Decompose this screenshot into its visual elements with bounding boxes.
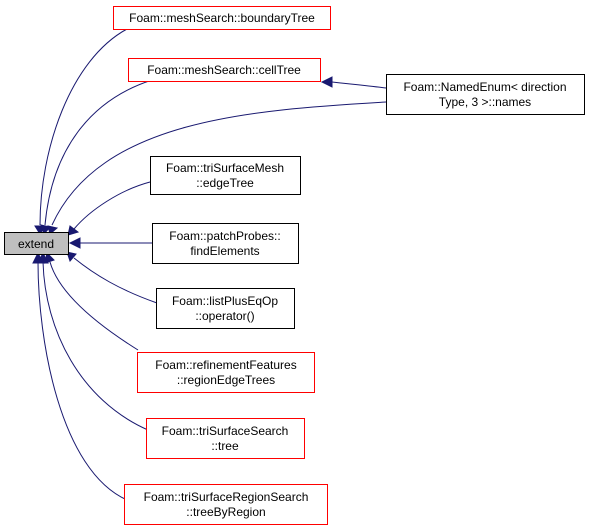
node-regionEdgeTrees-label-line1: Foam::refinementFeatures (155, 358, 296, 372)
node-operator-label-line1: Foam::listPlusEqOp (172, 294, 278, 308)
node-cellTree-box (128, 58, 321, 82)
node-treeByRegion-box (124, 484, 328, 525)
node-findElements-label-line1: Foam::patchProbes:: (169, 229, 280, 243)
edge-names-to-extend (51, 101, 387, 226)
node-findElements-box (152, 223, 299, 264)
edges (37, 28, 387, 501)
node-operator-box (156, 288, 295, 329)
arrowhead-operator (66, 251, 77, 262)
node-treeByRegion-label-line2: ::treeByRegion (186, 505, 265, 519)
arrowhead-findElements (68, 237, 81, 249)
node-regionEdgeTrees[interactable]: Foam::refinementFeatures ::regionEdgeTre… (137, 352, 315, 393)
node-cellTree[interactable]: Foam::meshSearch::cellTree (128, 58, 321, 82)
node-findElements[interactable]: Foam::patchProbes:: findElements (152, 223, 299, 264)
node-cellTree-label: Foam::meshSearch::cellTree (147, 63, 301, 77)
node-tree-box (146, 418, 305, 459)
node-boundaryTree[interactable]: Foam::meshSearch::boundaryTree (113, 6, 331, 30)
node-edgeTree-label-line1: Foam::triSurfaceMesh (166, 161, 284, 175)
node-treeByRegion[interactable]: Foam::triSurfaceRegionSearch ::treeByReg… (124, 484, 328, 525)
arrowheads (32, 76, 333, 264)
node-names-label-line2: Type, 3 >::names (439, 95, 531, 109)
node-names[interactable]: Foam::NamedEnum< direction Type, 3 >::na… (386, 74, 585, 115)
node-boundaryTree-label: Foam::meshSearch::boundaryTree (129, 11, 315, 25)
node-edgeTree-label-line2: ::edgeTree (196, 176, 254, 190)
arrowhead-edgeTree (67, 225, 80, 236)
node-names-label-line1: Foam::NamedEnum< direction (403, 80, 566, 94)
node-operator-label-line2: ::operator() (195, 309, 254, 323)
arrowhead-cellTree-incoming (320, 76, 333, 88)
node-treeByRegion-label-line1: Foam::triSurfaceRegionSearch (144, 490, 309, 504)
node-operator[interactable]: Foam::listPlusEqOp ::operator() (156, 288, 295, 329)
node-boundaryTree-box (113, 6, 331, 30)
node-tree-label-line1: Foam::triSurfaceSearch (162, 424, 289, 438)
node-regionEdgeTrees-box (137, 352, 315, 393)
node-extend-label: extend (18, 237, 54, 251)
node-extend-box (4, 232, 69, 255)
node-tree-label-line2: ::tree (211, 439, 239, 453)
edge-operator-to-extend (73, 257, 158, 304)
edge-treeByRegion-to-extend (37, 261, 128, 501)
edge-boundaryTree-to-extend (39, 28, 128, 226)
edge-cellTree-to-extend (44, 79, 153, 226)
node-edgeTree[interactable]: Foam::triSurfaceMesh ::edgeTree (150, 156, 301, 195)
arrowhead-treeByRegion (32, 251, 44, 264)
edge-edgeTree-to-extend (73, 181, 151, 230)
node-tree[interactable]: Foam::triSurfaceSearch ::tree (146, 418, 305, 459)
arrowhead-cellTree (40, 224, 51, 235)
node-extend[interactable]: extend (4, 232, 69, 255)
node-edgeTree-box (150, 156, 301, 195)
node-names-box (386, 74, 585, 115)
edge-names-to-cellTree (331, 81, 387, 89)
node-regionEdgeTrees-label-line2: ::regionEdgeTrees (177, 373, 275, 387)
node-findElements-label-line2: findElements (190, 244, 259, 258)
edge-tree-to-extend (42, 261, 149, 431)
edge-regionEdgeTrees-to-extend (49, 261, 139, 351)
